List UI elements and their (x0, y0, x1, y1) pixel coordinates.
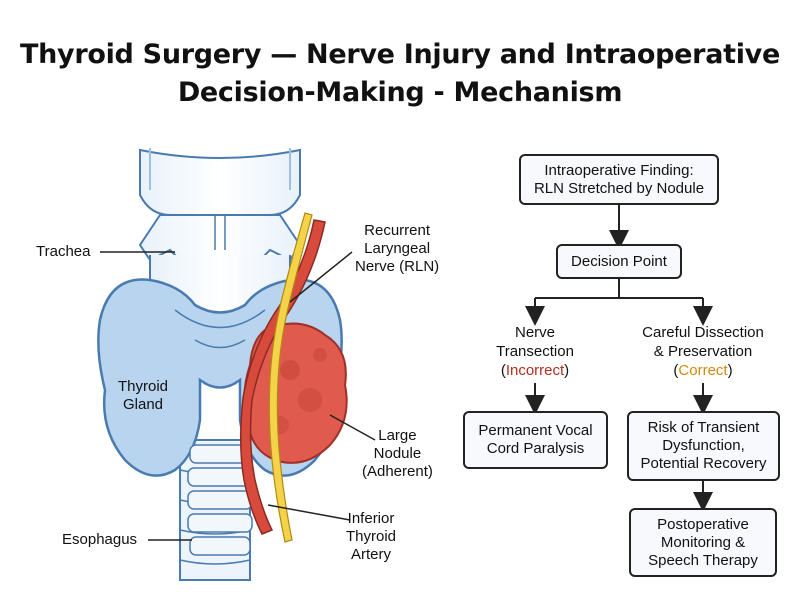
finding-box: Intraoperative Finding: RLN Stretched by… (519, 154, 719, 205)
finding-line-1: Intraoperative Finding: (544, 161, 694, 179)
left-branch-line-2: Transection (496, 343, 574, 360)
flowchart-connectors (525, 205, 713, 512)
right-branch-verdict-line: (Correct) (628, 361, 778, 380)
correct-verdict: Correct (678, 362, 728, 379)
left-paren-open: ( (500, 362, 506, 379)
thyroid-gland-label: Thyroid Gland (118, 378, 168, 414)
final-line-2: Monitoring & (660, 533, 746, 551)
artery-label-line-2: Thyroid (346, 528, 397, 545)
decision-box: Decision Point (556, 244, 682, 279)
rln-label-line-3: Nerve (RLN) (355, 258, 440, 275)
right-branch-line-1: Careful Dissection (642, 324, 764, 341)
title-line-2: Decision-Making - Mechanism (177, 77, 623, 108)
artery-label-line-3: Artery (351, 546, 392, 563)
decision-text: Decision Point (571, 252, 667, 270)
esophagus-label-text: Esophagus (62, 531, 138, 548)
left-outcome-line-2: Cord Paralysis (486, 440, 585, 457)
nerve-shape (268, 212, 313, 543)
right-outcome-box: Risk of Transient Dysfunction, Potential… (627, 411, 780, 481)
artery-label-line-1: Inferior (347, 510, 395, 527)
finding-line-2: RLN Stretched by Nodule (533, 179, 705, 197)
nodule-label-line-3: (Adherent) (362, 463, 433, 480)
nodule-label: Large Nodule (Adherent) (362, 427, 433, 481)
final-line-1: Postoperative (657, 515, 749, 533)
rln-label-line-1: Recurrent (364, 222, 431, 239)
right-outcome-line-1: Risk of Transient (647, 419, 760, 436)
rln-label: Recurrent Laryngeal Nerve (RLN) (355, 222, 439, 276)
trachea-label-text: Trachea (36, 243, 91, 260)
title-line-1: Thyroid Surgery — Nerve Injury and Intra… (20, 39, 780, 70)
nodule-label-line-2: Nodule (373, 445, 422, 462)
artery-label: Inferior Thyroid Artery (346, 510, 396, 564)
final-line-3: Speech Therapy (648, 551, 758, 569)
nodule-label-line-1: Large (378, 427, 417, 444)
right-branch-label: Careful Dissection & Preservation (Corre… (628, 323, 778, 380)
final-box: Postoperative Monitoring & Speech Therap… (629, 508, 777, 577)
right-paren-open: ( (673, 362, 679, 379)
thyroid-anatomy-illustration (97, 148, 376, 581)
right-outcome-line-3: Potential Recovery (640, 455, 767, 472)
left-branch-label: Nerve Transection (Incorrect) (480, 323, 590, 380)
left-outcome-box: Permanent Vocal Cord Paralysis (463, 411, 608, 469)
nodule-leader (329, 414, 376, 441)
incorrect-verdict: Incorrect (505, 362, 565, 379)
left-outcome-line-1: Permanent Vocal (478, 422, 593, 439)
right-branch-line-2: & Preservation (653, 343, 753, 360)
thyroid-gland-label-line-2: Gland (123, 396, 164, 413)
left-branch-line-1: Nerve (514, 324, 555, 341)
right-paren-close: ) (727, 362, 733, 379)
left-branch-verdict-line: (Incorrect) (480, 361, 590, 380)
esophagus-label: Esophagus (62, 531, 137, 549)
right-outcome-line-2: Dysfunction, (662, 437, 745, 454)
artery-leader (267, 504, 351, 521)
thyroid-gland-label-line-1: Thyroid (118, 378, 169, 395)
rln-leader (289, 251, 353, 303)
trachea-label: Trachea (36, 243, 90, 261)
left-paren-close: ) (564, 362, 570, 379)
rln-label-line-2: Laryngeal (364, 240, 431, 257)
trachea-rings (187, 444, 253, 556)
diagram-title: Thyroid Surgery — Nerve Injury and Intra… (0, 36, 800, 112)
